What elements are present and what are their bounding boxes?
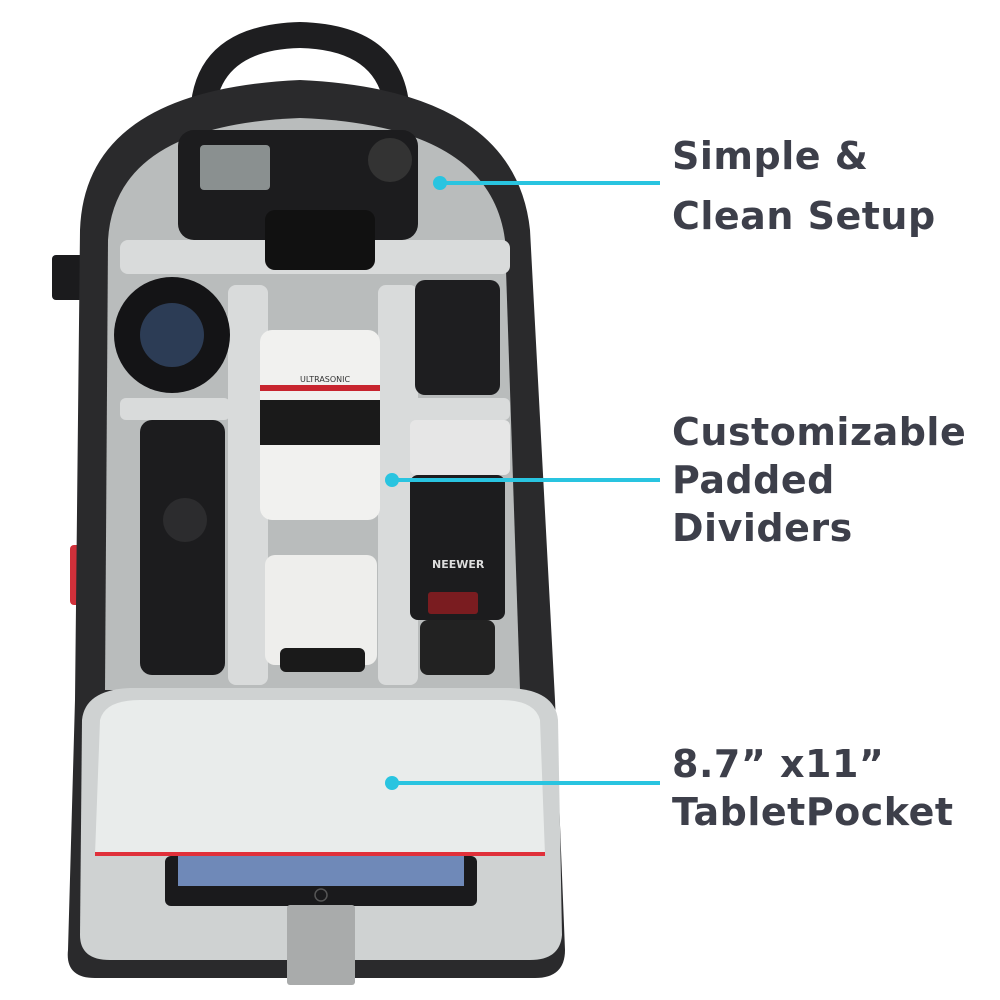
callout-line-text: 8.7” x11”	[672, 742, 885, 786]
flash-brand-label: NEEWER	[432, 558, 485, 571]
padded-divider	[228, 285, 268, 685]
callout-tablet-pocket: 8.7” x11” TabletPocket	[672, 740, 954, 836]
callout-line-text: TabletPocket	[672, 790, 954, 834]
callout-line-text: Padded	[672, 458, 835, 502]
callout-line	[392, 478, 660, 482]
callout-line	[392, 781, 660, 785]
backpack-handle	[190, 22, 410, 120]
speedlite-flash-right	[410, 475, 505, 620]
lens-band-label: ULTRASONIC	[300, 375, 351, 384]
callout-line	[440, 181, 660, 185]
lens-glass	[140, 303, 204, 367]
callout-simple-setup: Simple & Clean Setup	[672, 132, 936, 240]
lens-red-ring	[260, 385, 380, 391]
lens-rubber-ring	[260, 400, 380, 445]
battery-pack	[415, 280, 500, 395]
flash-red-window	[428, 592, 478, 614]
camera-mode-dial	[368, 138, 412, 182]
tablet-pocket-panel	[95, 700, 545, 855]
callout-line-text: Dividers	[672, 506, 853, 550]
pocket-red-stripe	[95, 852, 545, 856]
padded-divider	[378, 285, 418, 685]
flash-foot	[420, 620, 495, 675]
callout-line-text: Clean Setup	[672, 194, 936, 238]
padded-divider	[410, 398, 510, 420]
callout-padded-dividers: Customizable Padded Dividers	[672, 408, 966, 552]
telephoto-lens-lower	[265, 555, 377, 665]
tablet-screen	[178, 856, 464, 886]
camera-lcd	[200, 145, 270, 190]
callout-line-text: Customizable	[672, 410, 967, 454]
padded-divider	[120, 398, 230, 420]
speedlite-flash-head	[410, 420, 510, 475]
lens-mount-rear	[280, 648, 365, 672]
pull-tab	[287, 905, 355, 985]
callout-line-text: Simple &	[672, 134, 869, 178]
speedlite-flash-left	[140, 420, 225, 675]
camera-lens-mount	[265, 210, 375, 270]
tablet-home-button	[314, 888, 328, 902]
flash-button	[163, 498, 207, 542]
